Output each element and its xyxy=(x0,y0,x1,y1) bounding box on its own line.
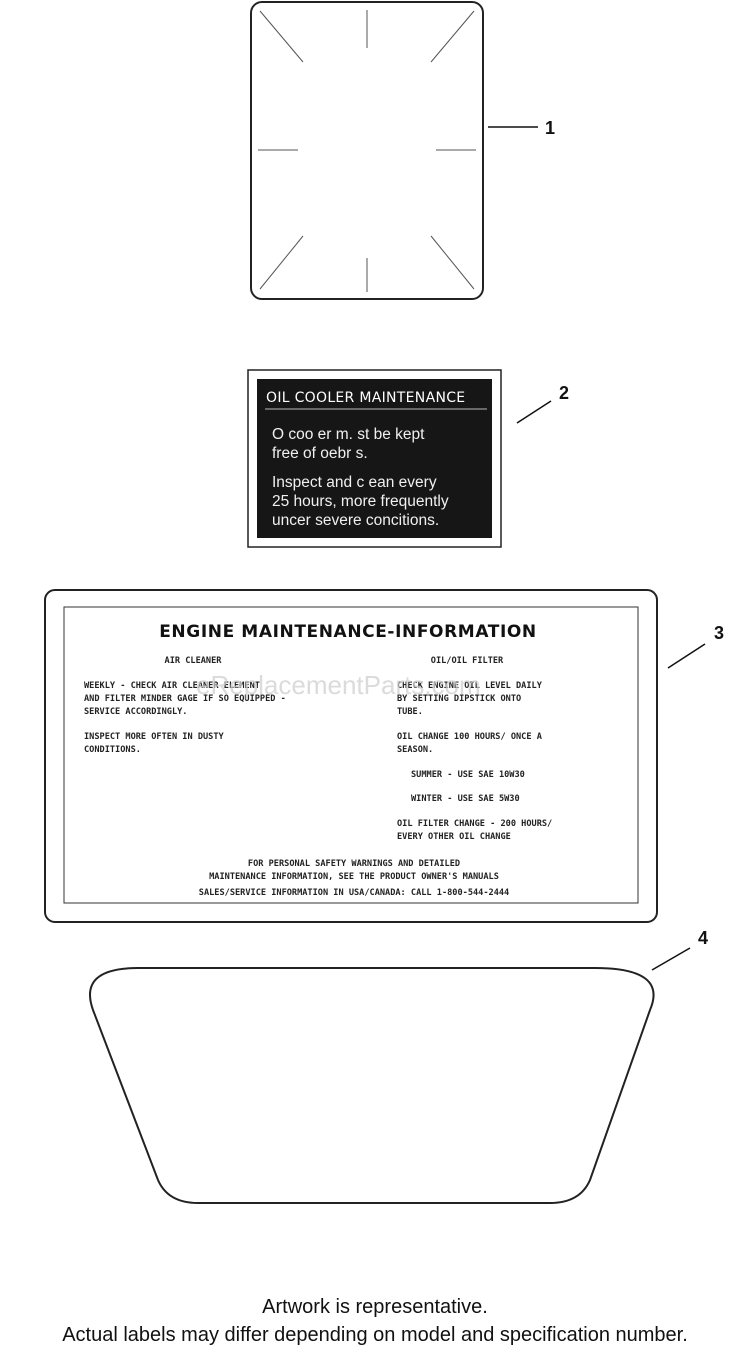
label-2-oil-cooler-decal: OIL COOLER MAINTENANCE O coo er m. st be… xyxy=(247,369,502,548)
disclaimer-footer: Artwork is representative. Actual labels… xyxy=(0,1293,750,1349)
callout-4-number: 4 xyxy=(698,928,708,948)
oil-filter-line-9: EVERY OTHER OIL CHANGE xyxy=(397,832,511,842)
air-cleaner-line-3: SERVICE ACCORDINGLY. xyxy=(84,707,187,717)
engine-footer-line-2: MAINTENANCE INFORMATION, SEE THE PRODUCT… xyxy=(209,872,499,882)
oil-cooler-line-1: O coo er m. st be kept xyxy=(272,426,425,443)
callout-2-number: 2 xyxy=(559,383,569,403)
oil-filter-line-6: SUMMER - USE SAE 10W30 xyxy=(411,770,525,780)
label-3-engine-maintenance-decal: ENGINE MAINTENANCE-INFORMATION AIR CLEAN… xyxy=(44,589,658,923)
oil-cooler-line-3: Inspect and c ean every xyxy=(272,474,437,491)
oil-filter-line-5: SEASON. xyxy=(397,745,433,755)
callout-3: 3 xyxy=(667,623,724,669)
air-cleaner-line-4: INSPECT MORE OFTEN IN DUSTY xyxy=(84,732,225,742)
oil-filter-line-8: OIL FILTER CHANGE - 200 HOURS/ xyxy=(397,819,552,829)
label-1-blank-decal xyxy=(250,1,484,300)
oil-cooler-line-5: uncer severe concitions. xyxy=(272,512,439,529)
oil-cooler-line-2: free of oebr s. xyxy=(272,445,368,462)
callout-3-number: 3 xyxy=(714,623,724,643)
oil-filter-heading: OIL/OIL FILTER xyxy=(431,656,504,666)
watermark: eReplacementParts.com xyxy=(196,670,481,700)
callout-4: 4 xyxy=(651,928,708,971)
oil-filter-line-1: CHECK ENGINE OIL LEVEL DAILY xyxy=(397,681,543,691)
engine-footer-line-3: SALES/SERVICE INFORMATION IN USA/CANADA:… xyxy=(199,888,509,898)
air-cleaner-line-5: CONDITIONS. xyxy=(84,745,141,755)
oil-filter-line-4: OIL CHANGE 100 HOURS/ ONCE A xyxy=(397,732,543,742)
callout-2: 2 xyxy=(516,383,569,424)
callout-1-number: 1 xyxy=(545,118,555,138)
disclaimer-line-1: Artwork is representative. xyxy=(262,1296,488,1318)
callout-1: 1 xyxy=(488,118,555,138)
air-cleaner-heading: AIR CLEANER xyxy=(165,656,223,666)
air-cleaner-line-1: WEEKLY - CHECK AIR CLEANER ELEMENT xyxy=(84,681,260,691)
oil-filter-line-7: WINTER - USE SAE 5W30 xyxy=(411,794,520,804)
engine-footer-line-1: FOR PERSONAL SAFETY WARNINGS AND DETAILE… xyxy=(248,859,460,869)
oil-filter-line-2: BY SETTING DIPSTICK ONTO xyxy=(397,694,521,704)
oil-cooler-line-4: 25 hours, more frequently xyxy=(272,493,449,510)
disclaimer-line-2: Actual labels may differ depending on mo… xyxy=(62,1324,688,1346)
air-cleaner-line-2: AND FILTER MINDER GAGE IF SO EQUIPPED - xyxy=(84,694,286,704)
oil-cooler-title: OIL COOLER MAINTENANCE xyxy=(266,390,465,406)
oil-filter-line-3: TUBE. xyxy=(397,707,423,717)
label-4-trapezoid-decal xyxy=(89,967,655,1204)
engine-label-title: ENGINE MAINTENANCE-INFORMATION xyxy=(159,622,537,642)
